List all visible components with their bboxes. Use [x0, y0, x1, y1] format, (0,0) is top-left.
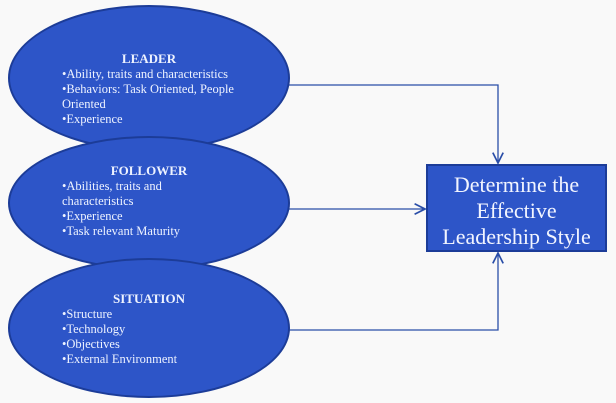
situation-item: •Structure: [62, 307, 113, 321]
leader-title: LEADER: [121, 51, 177, 66]
situation-item: •Technology: [62, 322, 126, 336]
situation-ellipse: SITUATION •Structure •Technology •Object…: [8, 258, 290, 398]
follower-item: •Task relevant Maturity: [62, 224, 181, 238]
situation-item: •External Environment: [62, 352, 178, 366]
leader-arrow: [285, 84, 498, 163]
situation-arrow: [288, 253, 498, 331]
follower-item: •Abilities, traits and characteristics: [62, 179, 162, 208]
follower-title: FOLLOWER: [110, 163, 188, 178]
situation-item: •Objectives: [62, 337, 120, 351]
leader-item: •Ability, traits and characteristics: [62, 67, 229, 81]
leadership-style-box: Determine the Effective Leadership Style: [426, 164, 607, 252]
leader-item: •Behaviors: Task Oriented, People Orient…: [62, 82, 234, 111]
follower-item: •Experience: [62, 209, 123, 223]
leadership-style-label: Determine the Effective Leadership Style: [442, 172, 591, 249]
situation-title: SITUATION: [112, 291, 185, 306]
follower-ellipse: FOLLOWER •Abilities, traits and characte…: [8, 136, 290, 270]
leader-item: •Experience: [62, 112, 123, 126]
leader-ellipse: LEADER •Ability, traits and characterist…: [8, 5, 290, 151]
